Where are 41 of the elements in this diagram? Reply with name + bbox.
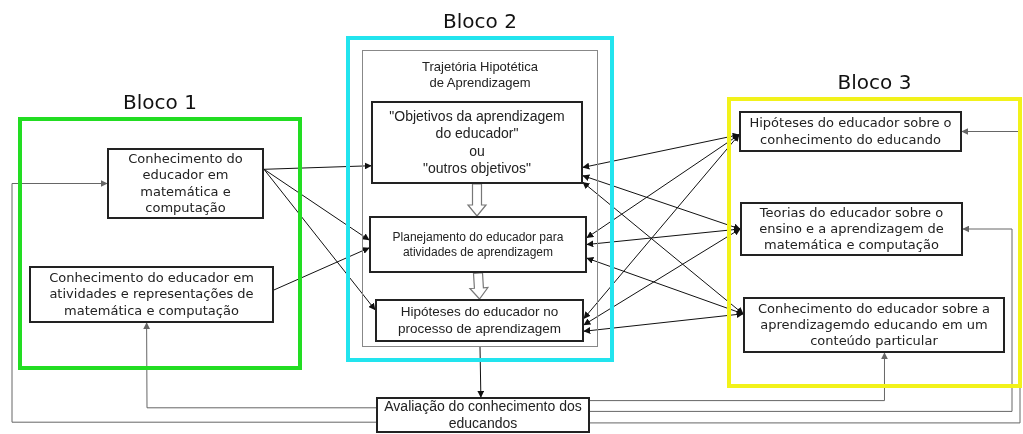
arrow xyxy=(589,225,1013,412)
arrow xyxy=(143,322,377,409)
box-text: Planejamento do educador para atividades de aprendizagem xyxy=(391,229,565,260)
arrow xyxy=(273,247,370,291)
arrow xyxy=(477,346,485,398)
arrow xyxy=(263,168,376,311)
concept-box xyxy=(375,299,584,342)
trajectory-panel xyxy=(362,50,598,347)
box-text: Conhecimento do educador em matemática e computação xyxy=(127,151,244,216)
box-text: Conhecimento do educador sobre a aprendizagemdo educando em um conteúdo particular xyxy=(756,300,992,350)
arrow xyxy=(583,228,741,326)
concept-box xyxy=(743,297,1005,353)
arrow xyxy=(263,168,370,241)
block-heading: Bloco 1 xyxy=(122,90,198,115)
concept-box xyxy=(740,202,963,256)
box-text: Hipóteses do educador no processo de aprendizagem xyxy=(397,303,562,338)
box-text: Conhecimento do educador em atividades e representações de matemática e computação xyxy=(48,270,255,319)
panel-title: Trajetória Hipotética de Aprendizagem xyxy=(421,59,539,92)
box-text: Hipóteses do educador sobre o conhecimento do educando xyxy=(749,115,952,148)
concept-box xyxy=(371,101,583,184)
box-text: Teorias do educador sobre o ensino e a aprendizagem de matemática e computação xyxy=(758,204,945,254)
arrow xyxy=(582,174,741,231)
arrow xyxy=(583,311,744,335)
concept-box xyxy=(369,216,587,273)
concept-box xyxy=(107,148,264,219)
box-text: ou xyxy=(469,142,485,160)
concept-box xyxy=(29,266,274,323)
block-arrow xyxy=(468,272,490,300)
arrow xyxy=(583,134,740,319)
box-text: "Objetivos da aprendizagem do educador" xyxy=(388,107,566,143)
block-heading: Bloco 3 xyxy=(836,70,913,95)
block-heading: Bloco 2 xyxy=(442,9,518,34)
concept-box xyxy=(739,111,962,152)
block-arrow xyxy=(466,183,488,217)
arrow xyxy=(263,162,372,170)
box-text: Avaliação do conhecimento dos educandos xyxy=(383,397,583,433)
arrow xyxy=(589,352,888,402)
arrow xyxy=(582,132,740,170)
arrow xyxy=(11,180,377,423)
arrow xyxy=(582,181,744,315)
box-text: "outros objetivos" xyxy=(423,160,531,178)
